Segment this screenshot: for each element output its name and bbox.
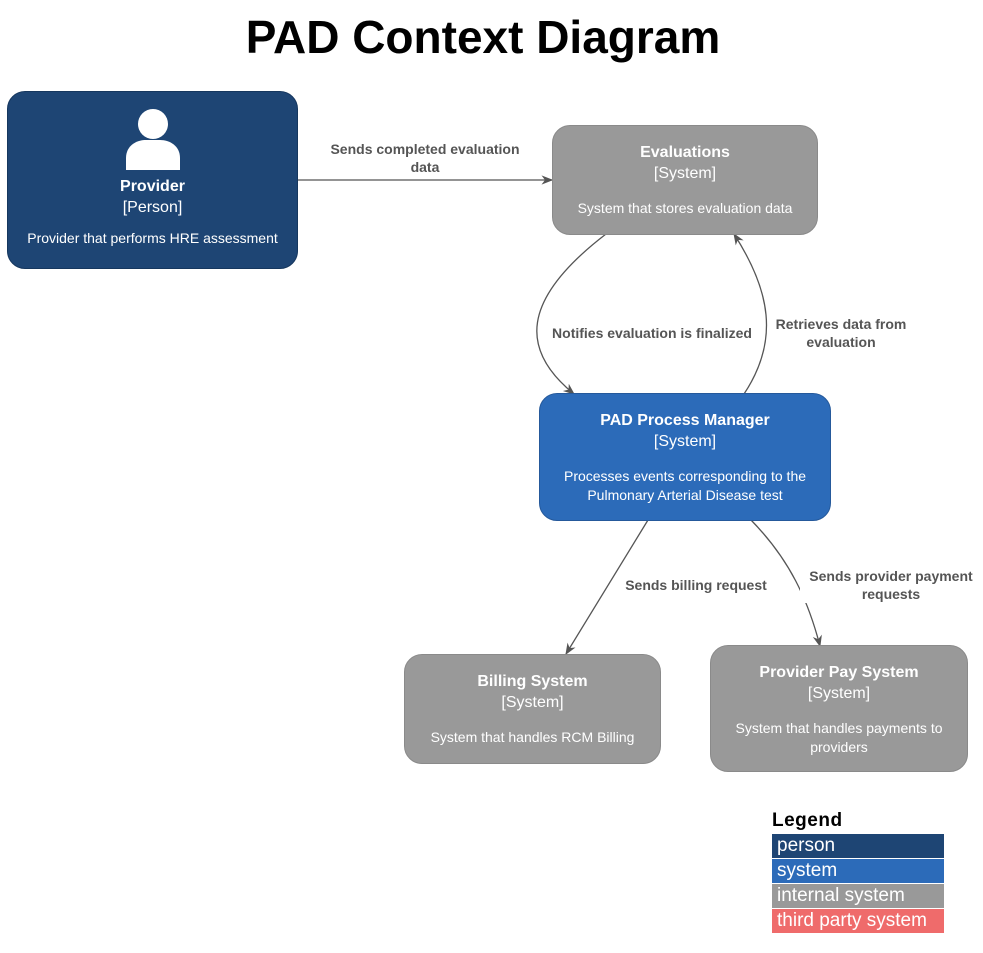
legend-item-internal-system: internal system (772, 884, 944, 908)
evaluations-name: Evaluations (640, 144, 730, 161)
evaluations-node[interactable]: Evaluations [System] System that stores … (552, 125, 818, 235)
billing-system-name: Billing System (477, 673, 588, 690)
provider-kind: [Person] (122, 199, 183, 216)
edge-label-pad-to-providerpay: Sends provider payment requests (800, 567, 982, 603)
edge-pad-to-evaluations (733, 233, 768, 395)
billing-system-kind: [System] (501, 694, 564, 711)
provider-pay-system-node[interactable]: Provider Pay System [System] System that… (710, 645, 968, 772)
provider-name: Provider (120, 178, 185, 195)
provider-node[interactable]: Provider [Person] Provider that performs… (7, 91, 298, 269)
billing-system-description: System that handles RCM Billing (430, 729, 635, 745)
pad-process-manager-node[interactable]: PAD Process Manager [System] Processes e… (539, 393, 831, 521)
legend-item-person: person (772, 834, 944, 858)
edge-pad-to-billing (565, 519, 649, 655)
edge-pad-to-providerpay (750, 519, 822, 648)
pad-process-manager-description: Processes events corresponding to the Pu… (563, 468, 807, 503)
person-icon (125, 109, 180, 170)
evaluations-kind: [System] (653, 165, 717, 182)
provider-pay-system-name: Provider Pay System (759, 664, 919, 681)
edge-label-pad-to-evaluations: Retrieves data from evaluation (768, 315, 914, 351)
pad-process-manager-kind: [System] (653, 433, 717, 450)
edge-label-evaluations-to-pad: Notifies evaluation is finalized (543, 324, 761, 342)
legend-item-third-party-system: third party system (772, 909, 944, 933)
diagram-title: PAD Context Diagram (245, 11, 721, 63)
pad-process-manager-name: PAD Process Manager (600, 412, 770, 429)
legend: Legend person system internal system thi… (772, 810, 944, 934)
evaluations-description: System that stores evaluation data (577, 200, 793, 216)
billing-system-node[interactable]: Billing System [System] System that hand… (404, 654, 661, 764)
edge-label-provider-to-evaluations: Sends completed evaluation data (322, 140, 528, 176)
provider-pay-system-description: System that handles payments to provider… (735, 720, 943, 755)
legend-item-system: system (772, 859, 944, 883)
provider-description: Provider that performs HRE assessment (27, 230, 278, 246)
provider-pay-system-kind: [System] (807, 685, 871, 702)
edge-evaluations-to-pad (536, 233, 607, 395)
legend-title: Legend (772, 810, 843, 831)
edge-label-pad-to-billing: Sends billing request (617, 576, 775, 594)
